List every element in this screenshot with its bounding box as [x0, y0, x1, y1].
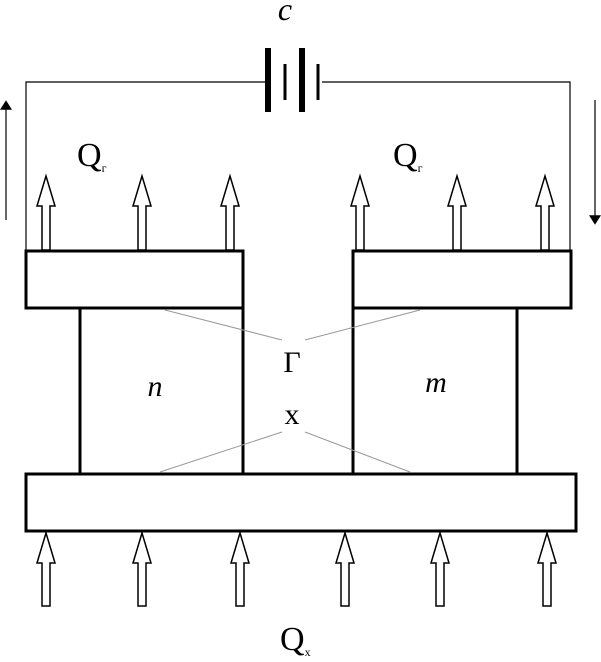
hollow-arrow-icon: [131, 173, 153, 251]
circuit-wire-right: [322, 81, 571, 250]
hollow-arrow-icon: [349, 173, 371, 251]
hollow-arrow-icon: [229, 530, 251, 607]
cold-junction-label: х: [285, 398, 300, 431]
top-right-plate: [351, 249, 573, 310]
battery-icon: [265, 48, 320, 112]
element-m-label: m: [425, 366, 447, 399]
hollow-arrow-icon: [35, 530, 57, 607]
hollow-arrow-icon: [35, 173, 57, 251]
heat-in-arrows: [35, 530, 558, 607]
hollow-arrow-icon: [334, 530, 356, 607]
junction-pointer-lines: [159, 309, 421, 473]
heat-out-right-label: Qг: [393, 137, 423, 175]
hollow-arrow-icon: [429, 530, 451, 607]
hollow-arrow-icon: [131, 530, 153, 607]
hollow-arrow-icon: [219, 173, 241, 251]
bottom-plate: [24, 472, 578, 533]
top-left-plate: [24, 249, 245, 310]
heat-out-arrows: [35, 173, 556, 251]
circuit-wire: [25, 81, 268, 250]
element-n: [78, 306, 245, 476]
hot-junction-label: Г: [283, 346, 300, 379]
hollow-arrow-icon: [536, 530, 558, 607]
heat-in-bottom-label: Qх: [280, 621, 311, 659]
hollow-arrow-icon: [446, 173, 468, 251]
hollow-arrow-icon: [534, 173, 556, 251]
heat-out-left-label: Qг: [77, 137, 107, 175]
element-n-label: n: [148, 370, 163, 403]
battery-label: c: [278, 0, 292, 27]
